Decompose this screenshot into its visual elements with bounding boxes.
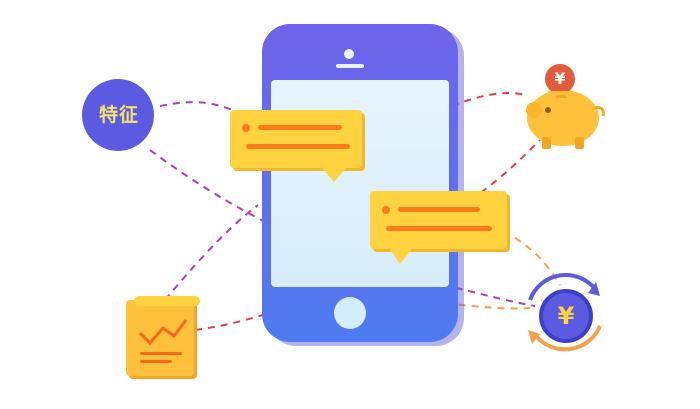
connector-doc-to-phone	[164, 204, 259, 301]
chat-bubble-1	[230, 110, 365, 182]
checkmark-chart-icon	[138, 319, 188, 346]
coin-icon	[545, 64, 575, 94]
connector-badge-to-bubble	[159, 101, 241, 114]
piggy-bank-icon	[526, 64, 605, 149]
chat-bubble-2-dot	[382, 206, 390, 214]
report-document-icon	[126, 296, 200, 379]
currency-exchange-icon	[528, 272, 602, 352]
smartphone	[262, 24, 464, 346]
connector-phone-to-piggy	[451, 92, 527, 107]
feature-badge-label: 特征	[98, 104, 139, 126]
connector-bubble-to-exchange	[514, 237, 561, 286]
phone-speaker	[336, 64, 364, 68]
chat-bubble-2	[370, 191, 510, 264]
phone-camera	[344, 49, 354, 59]
feature-badge	[82, 79, 154, 151]
connector-bubble-to-piggy	[469, 139, 541, 201]
exchange-symbol: ¥	[557, 302, 575, 330]
chat-bubble-1-dot	[242, 124, 250, 132]
coin-symbol: ¥	[554, 69, 566, 88]
phone-home-button	[334, 297, 366, 329]
